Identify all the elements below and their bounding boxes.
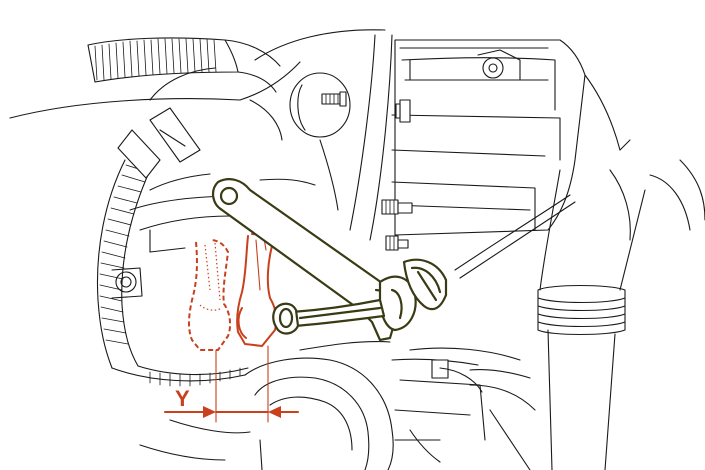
corrugated-hose-top bbox=[87, 37, 281, 93]
vertical-hose-right bbox=[537, 169, 646, 470]
shift-lever-positions: Y bbox=[164, 233, 299, 423]
lever-outline-initial bbox=[188, 239, 232, 351]
lever-outline-adjusted bbox=[236, 233, 278, 347]
lower-housing bbox=[139, 341, 536, 470]
rubber-boot bbox=[378, 258, 448, 332]
mounting-bracket bbox=[391, 39, 586, 236]
dimension-arrows bbox=[164, 406, 299, 418]
engine-background bbox=[9, 29, 705, 470]
hose-clip bbox=[117, 107, 201, 179]
ball-joint bbox=[272, 302, 300, 335]
round-boss bbox=[289, 72, 351, 138]
selector-lever-assembly bbox=[212, 178, 448, 342]
shift-rod bbox=[290, 298, 386, 328]
dimension-label-y: Y bbox=[175, 386, 190, 411]
sensor-left bbox=[111, 267, 143, 299]
bracket-bolts bbox=[381, 199, 413, 251]
corrugated-hose-left bbox=[96, 159, 249, 387]
